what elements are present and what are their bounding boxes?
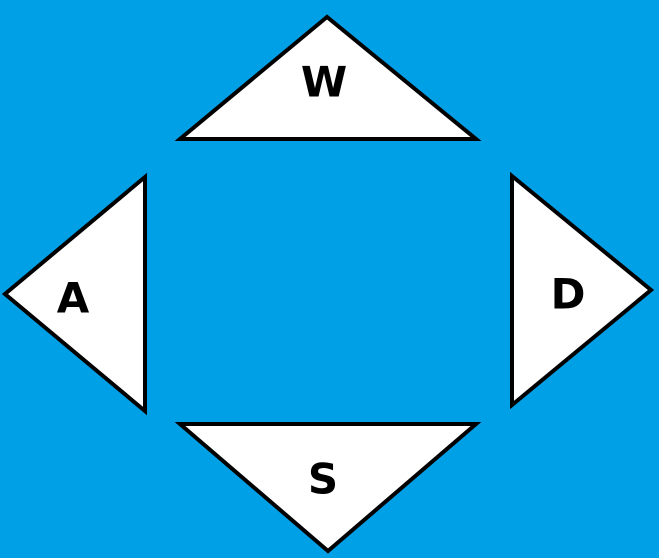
triangle-left-icon (1, 172, 147, 416)
s-key[interactable]: S (174, 422, 482, 554)
d-key[interactable]: D (510, 171, 655, 410)
w-key-label: W (301, 58, 347, 107)
d-key-label: D (551, 270, 586, 319)
triangle-up-icon (174, 14, 482, 141)
triangle-right-icon (510, 171, 655, 410)
a-key-label: A (57, 274, 90, 323)
w-key[interactable]: W (174, 14, 482, 141)
a-key[interactable]: A (1, 172, 147, 416)
triangle-down-icon (174, 422, 482, 554)
s-key-label: S (308, 455, 338, 504)
